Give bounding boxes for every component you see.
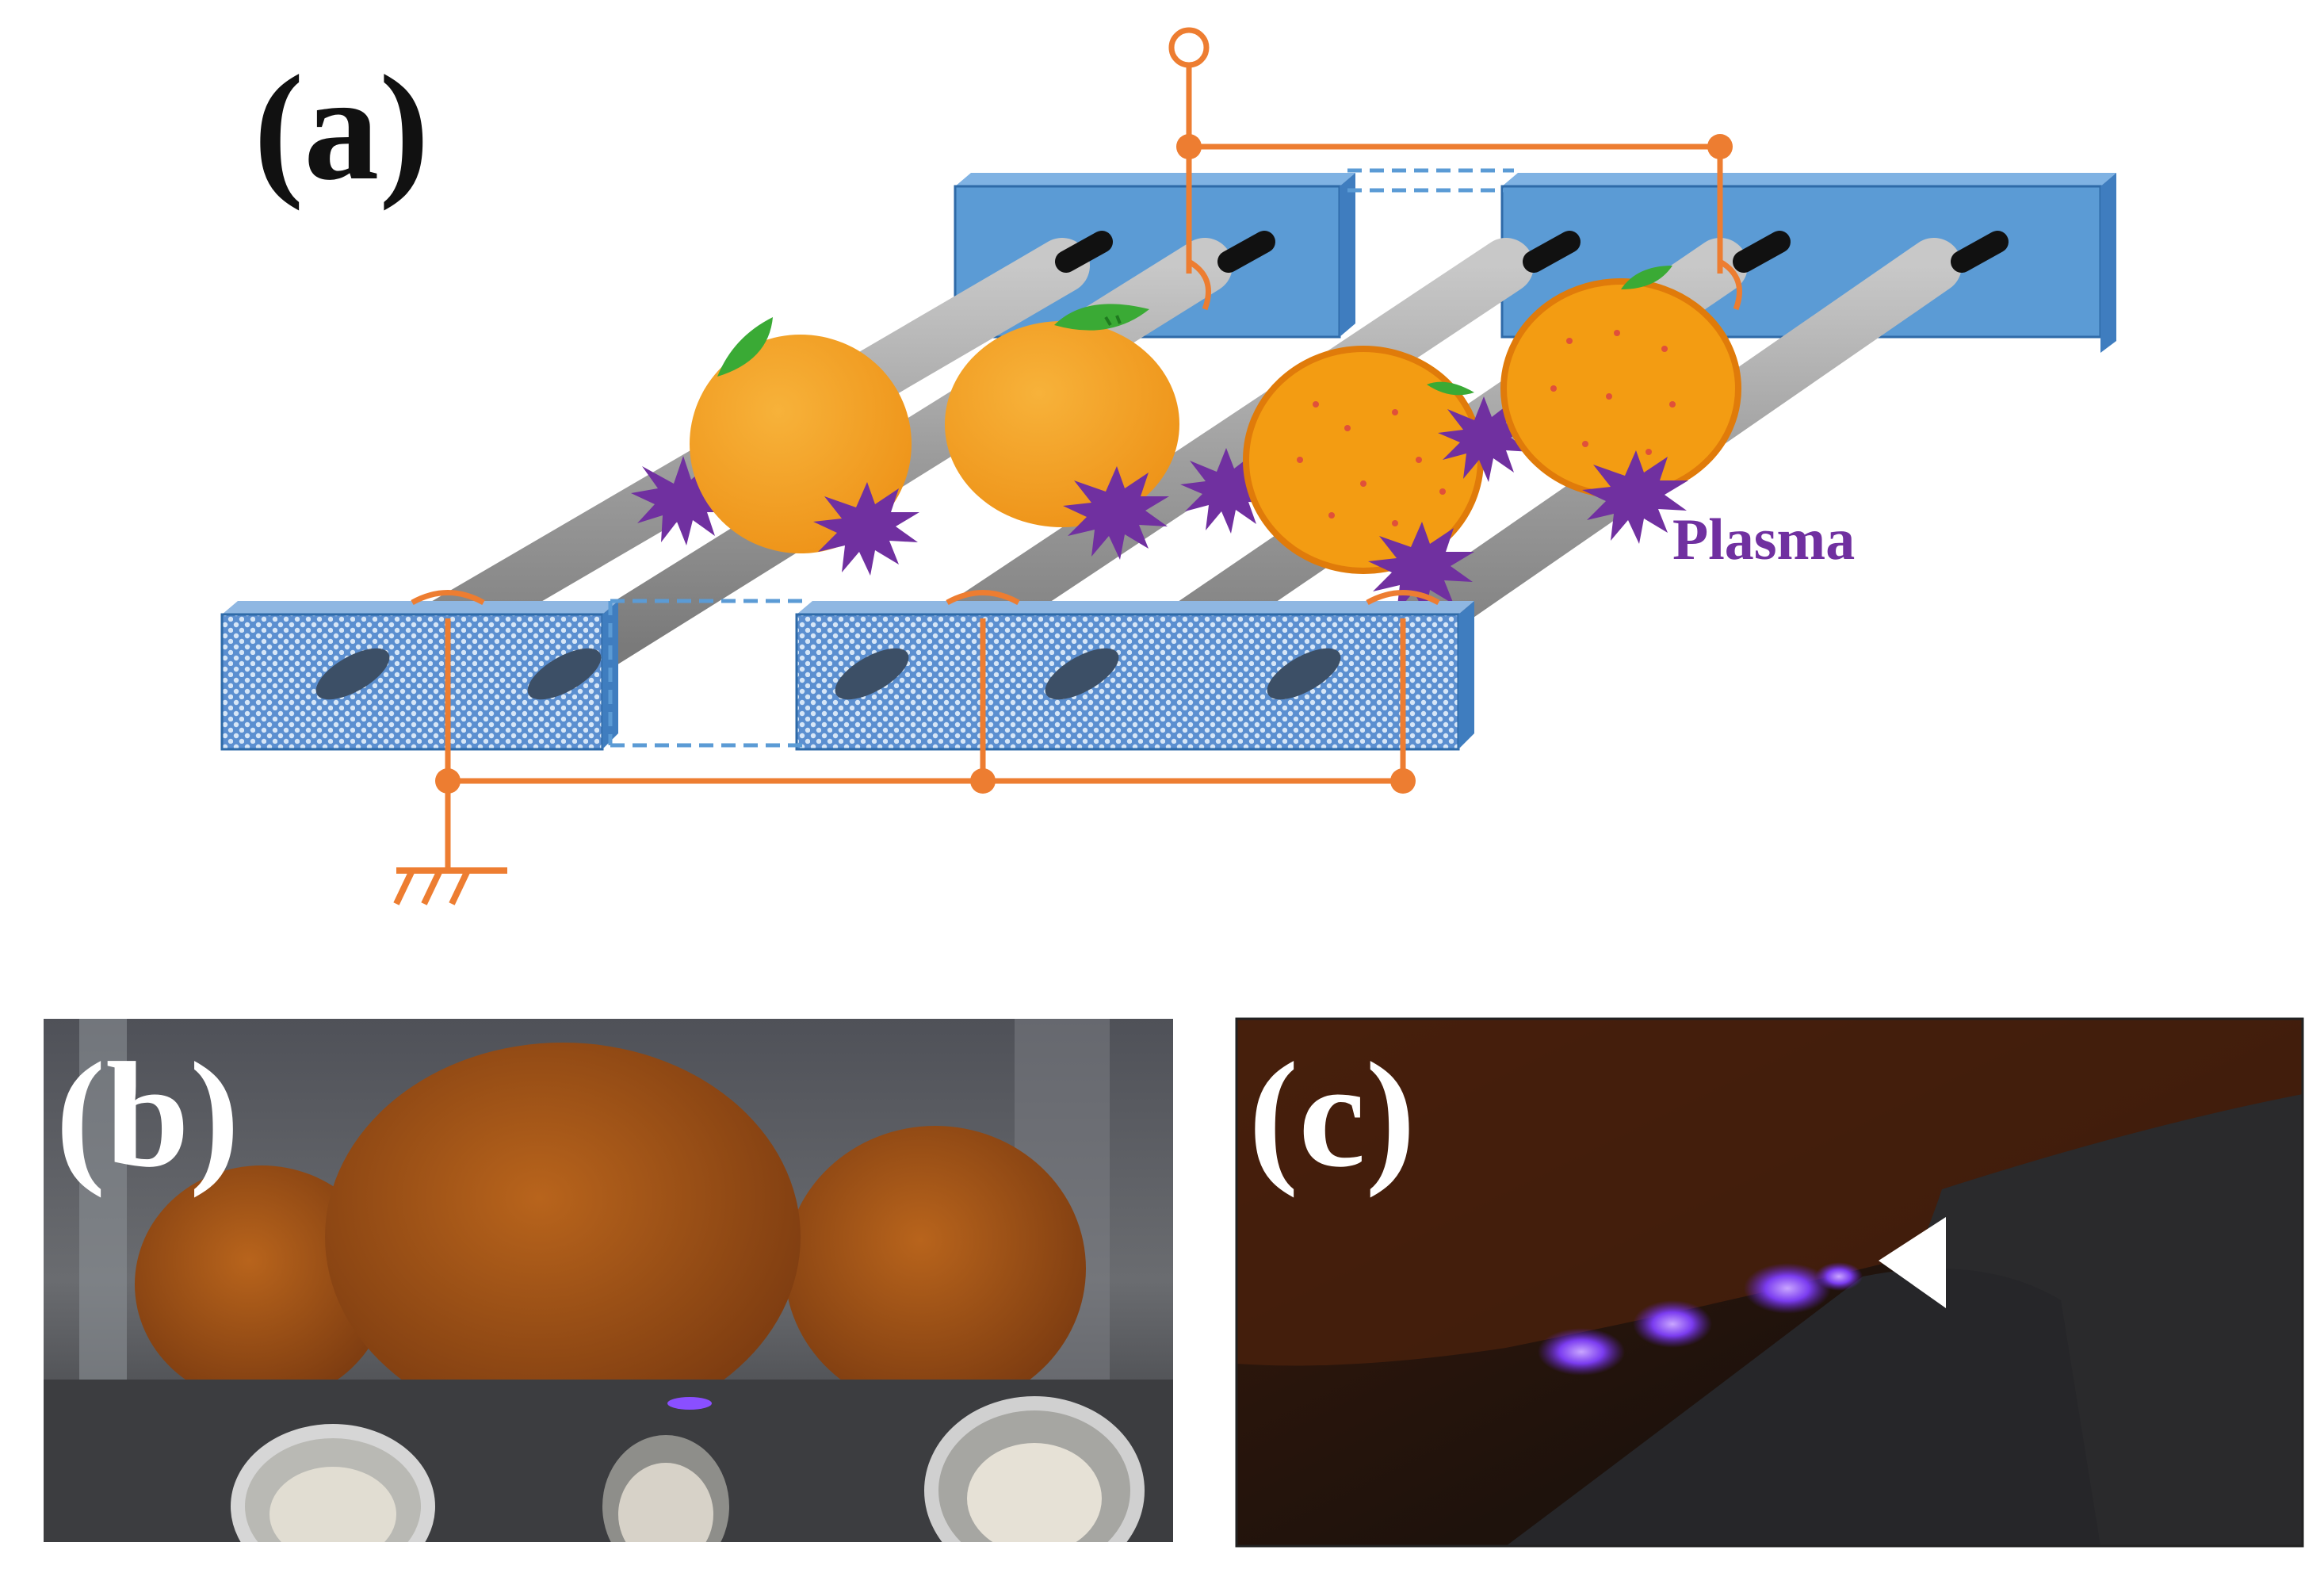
plasma-burst [1582,450,1688,544]
orange-peel-dots [1297,401,1446,526]
bottom-electrode-dashed-link [608,599,805,748]
panel-b-photo [44,1019,1173,1542]
plasma-burst [813,482,919,576]
orange-1 [631,317,919,576]
plasma-burst [1368,522,1474,615]
high-voltage-wiring [1168,27,1742,311]
panel-b-label: (b) [55,1032,239,1199]
plasma-burst [1438,396,1531,482]
plasma-glow [667,1397,712,1410]
bottom-electrode-left [220,601,618,751]
top-electrode-dashed-link [1347,168,1514,193]
panel-a-label: (a) [254,45,430,212]
wiring-nodes [1176,134,1733,159]
panel-c: (c) [1235,1017,2304,1548]
plasma-label: Plasma [1672,507,1855,572]
panel-a: (a) [220,27,2116,905]
orange-peel-dots [1550,330,1676,455]
orange-3 [1180,346,1484,615]
panel-c-label: (c) [1248,1032,1416,1199]
orange-4 [1438,266,1741,544]
plasma-glow-spots [1538,1262,1863,1376]
arrowhead-marker [1879,1217,1946,1308]
ground-nodes [435,768,1416,794]
roller-ends [231,1396,1145,1542]
panel-c-photo [1237,1019,2303,1546]
plasma-burst [1063,466,1169,560]
panel-b: (b) [44,1019,1173,1542]
orange-2 [945,304,1179,560]
plasma-burst [1180,448,1274,534]
bottom-electrode-right [795,601,1474,751]
ground-wiring [411,590,1440,868]
ground-symbol [393,867,507,905]
high-voltage-terminal [1168,27,1210,68]
